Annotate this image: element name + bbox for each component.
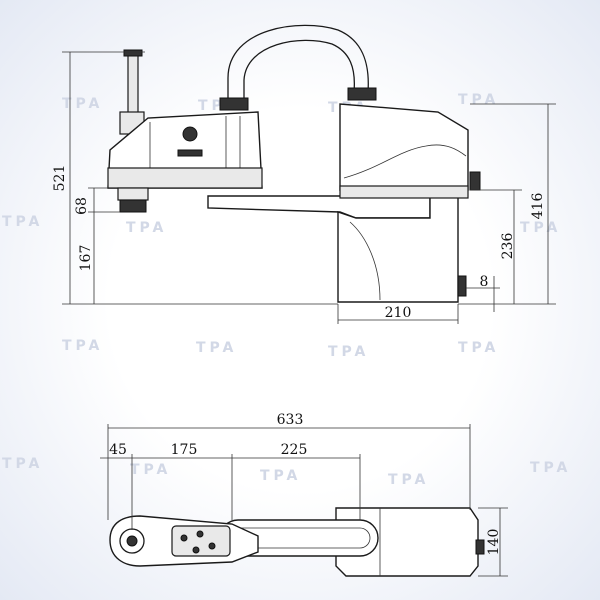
watermark: TPA — [196, 340, 237, 356]
watermark: TPA — [62, 96, 103, 112]
dim-base-width-top: 140 — [486, 529, 502, 556]
base-band — [339, 185, 469, 199]
top-dimensions: 633 45 175 225 140 — [100, 412, 508, 577]
dim-base-height: 416 — [530, 193, 546, 220]
watermark: TPA — [388, 472, 429, 488]
dim-foot: 8 — [480, 274, 489, 290]
tool-flange-bottom — [119, 199, 147, 213]
top-view-robot — [109, 507, 485, 577]
arm2-lower-band — [107, 167, 263, 189]
base-connector — [457, 275, 467, 297]
watermark: TPA — [2, 456, 43, 472]
cable-arch-inner — [243, 39, 356, 104]
watermark: TPA — [530, 460, 571, 476]
watermark: TPA — [62, 338, 103, 354]
watermark: TPA — [2, 214, 43, 230]
dim-total-length: 633 — [277, 412, 304, 428]
top-motor-block — [171, 525, 231, 557]
cable-connector — [219, 97, 249, 111]
watermarks: TPA TPA TPA TPA TPA TPA TPA TPA TPA TPA … — [2, 92, 571, 488]
top-connector — [475, 539, 485, 555]
dim-joint-height: 68 — [74, 197, 90, 215]
watermark: TPA — [458, 340, 499, 356]
side-view-robot — [107, 24, 481, 303]
dim-seg2: 175 — [171, 442, 198, 458]
logo-label — [177, 149, 203, 157]
cable-arch — [227, 24, 369, 104]
cable-connector — [347, 87, 377, 101]
logo-icon — [182, 126, 198, 142]
watermark: TPA — [260, 468, 301, 484]
watermark: TPA — [328, 344, 369, 360]
watermark: TPA — [130, 462, 171, 478]
base-head — [339, 103, 469, 191]
watermark: TPA — [458, 92, 499, 108]
arm1 — [207, 195, 431, 219]
dim-mid-height: 236 — [500, 233, 516, 260]
tool-flange — [117, 187, 149, 201]
watermark: TPA — [520, 220, 561, 236]
dim-arm-height: 167 — [78, 245, 94, 272]
dim-total-height: 521 — [52, 165, 68, 192]
z-shaft-cap — [123, 49, 143, 57]
dim-seg1: 45 — [109, 442, 127, 458]
watermark: TPA — [126, 220, 167, 236]
side-connector — [469, 171, 481, 191]
side-dimensions: 521 68 167 416 236 8 210 — [52, 51, 556, 324]
z-shaft — [127, 54, 139, 116]
dim-seg3: 225 — [281, 442, 308, 458]
dim-base-width: 210 — [385, 305, 412, 321]
